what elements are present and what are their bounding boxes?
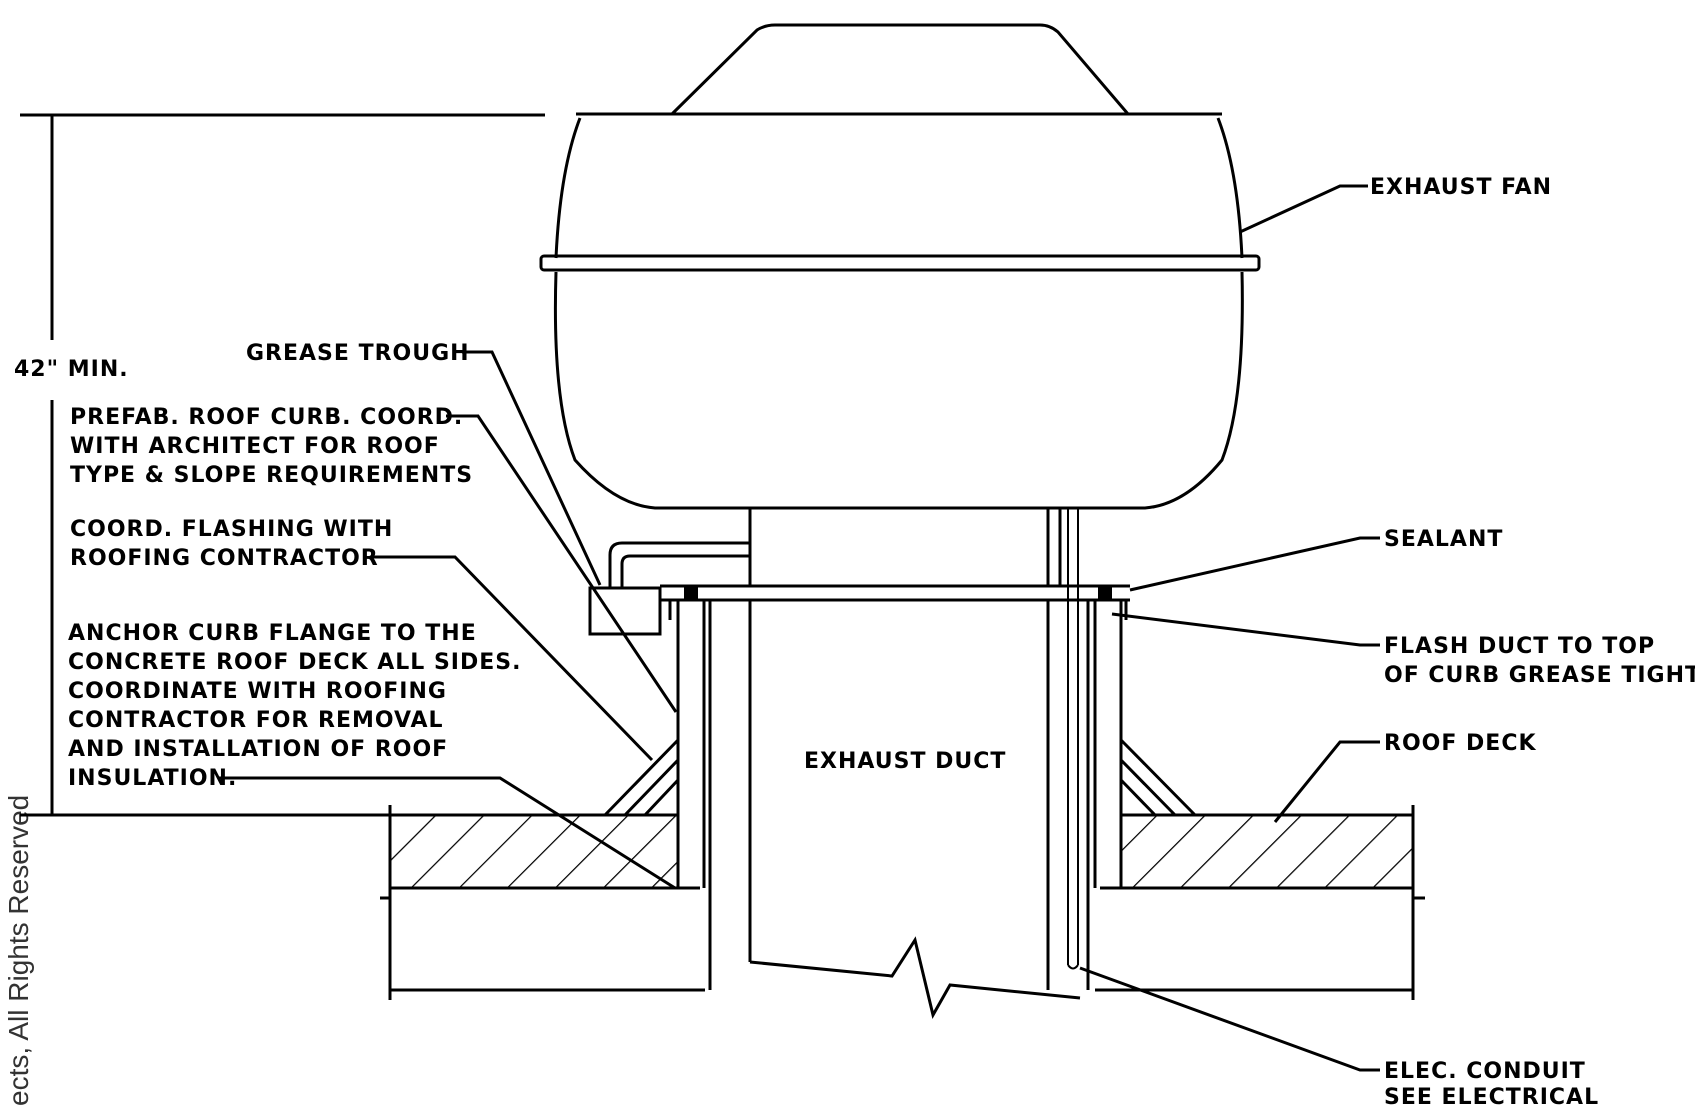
elec-conduit <box>1067 508 1079 970</box>
label-flashing: COORD. FLASHING WITH ROOFING CONTRACTOR <box>70 517 654 762</box>
anchor-line-6: INSULATION. <box>68 766 237 791</box>
elec-conduit-line-2: SEE ELECTRICAL <box>1384 1085 1599 1106</box>
prefab-curb-line-1: PREFAB. ROOF CURB. COORD. <box>70 405 463 430</box>
right-sealant-bead <box>1098 586 1112 600</box>
exhaust-fan <box>539 23 1261 510</box>
elec-conduit-line-1: ELEC. CONDUIT <box>1384 1059 1586 1084</box>
flashing-line-1: COORD. FLASHING WITH <box>70 517 393 542</box>
roof-curb <box>676 600 1123 888</box>
exhaust-duct-label: EXHAUST DUCT <box>804 749 1006 774</box>
flash-duct-line-1: FLASH DUCT TO TOP <box>1384 634 1655 659</box>
label-roof-deck: ROOF DECK <box>1273 731 1537 823</box>
grease-trough-label: GREASE TROUGH <box>246 341 470 366</box>
cant-strips <box>603 738 1197 817</box>
copyright-watermark: ects, All Rights Reserved <box>3 795 34 1106</box>
anchor-line-1: ANCHOR CURB FLANGE TO THE <box>68 621 477 646</box>
prefab-curb-line-2: WITH ARCHITECT FOR ROOF <box>70 434 440 459</box>
left-sealant-bead <box>684 586 698 600</box>
dimension-label: 42" MIN. <box>14 357 129 382</box>
label-sealant: SEALANT <box>1129 527 1503 592</box>
prefab-curb-line-3: TYPE & SLOPE REQUIREMENTS <box>70 463 473 488</box>
label-anchor: ANCHOR CURB FLANGE TO THE CONCRETE ROOF … <box>68 621 676 890</box>
fan-neck <box>748 508 1062 585</box>
label-flash-duct: FLASH DUCT TO TOP OF CURB GREASE TIGHT <box>1111 612 1695 688</box>
anchor-line-2: CONCRETE ROOF DECK ALL SIDES. <box>68 650 522 675</box>
roof-deck <box>380 805 1425 1000</box>
exhaust-fan-label: EXHAUST FAN <box>1370 175 1552 200</box>
flashing-line-2: ROOFING CONTRACTOR <box>70 546 379 571</box>
label-grease-trough: GREASE TROUGH <box>246 341 602 586</box>
label-exhaust-fan: EXHAUST FAN <box>1239 175 1552 234</box>
exhaust-duct: EXHAUST DUCT <box>708 600 1090 1020</box>
anchor-line-4: CONTRACTOR FOR REMOVAL <box>68 708 444 733</box>
anchor-line-3: COORDINATE WITH ROOFING <box>68 679 447 704</box>
anchor-line-5: AND INSTALLATION OF ROOF <box>68 737 448 762</box>
label-prefab-curb: PREFAB. ROOF CURB. COORD. WITH ARCHITECT… <box>70 405 678 713</box>
sealant-label: SEALANT <box>1384 527 1503 552</box>
curb-top <box>660 584 1130 620</box>
flash-duct-line-2: OF CURB GREASE TIGHT <box>1384 663 1695 688</box>
roof-deck-label: ROOF DECK <box>1384 731 1537 756</box>
